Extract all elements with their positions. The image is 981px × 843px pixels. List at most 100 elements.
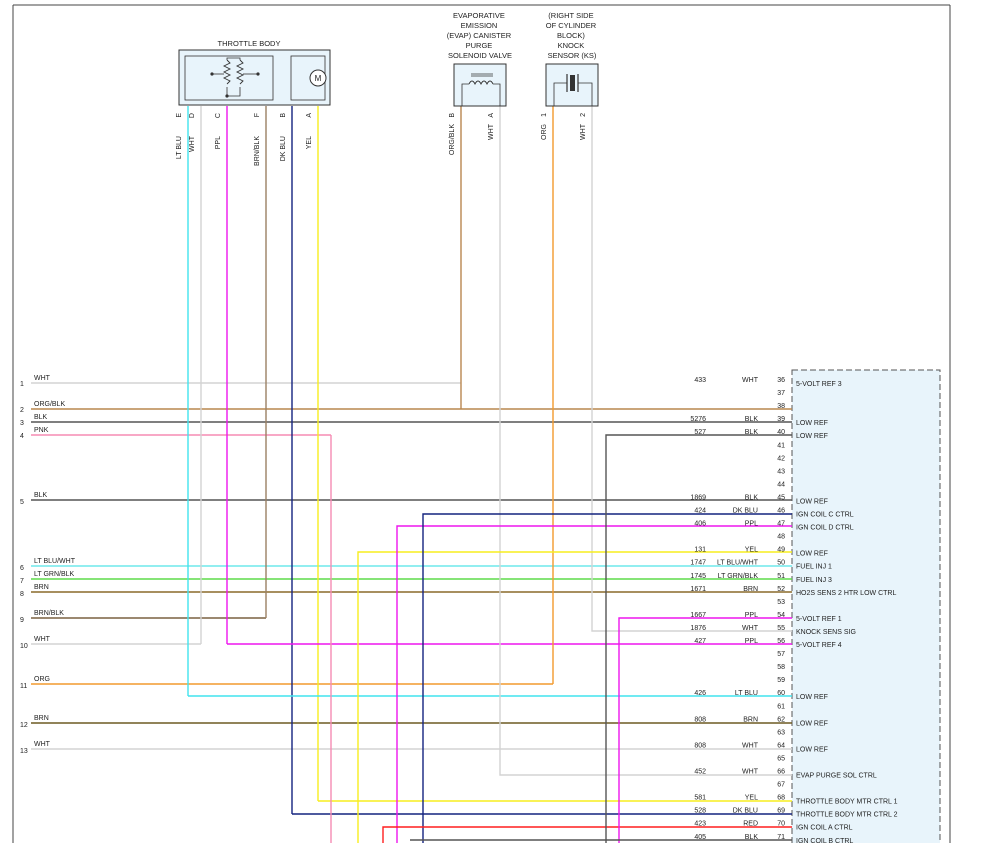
- left-wire-color-label: BLK: [34, 414, 48, 421]
- ecm-pin-function: 5-VOLT REF 1: [796, 616, 842, 623]
- ecm-pin-function: 5-VOLT REF 3: [796, 381, 842, 388]
- throttle-pin-id: C: [215, 113, 222, 118]
- ecm-pin-number: 60: [777, 690, 785, 697]
- left-wire-color-label: ORG: [34, 676, 50, 683]
- evap-wire-label: WHT: [488, 123, 495, 140]
- ecm-pin-number: 70: [777, 821, 785, 828]
- left-pin-number: 13: [20, 748, 28, 755]
- ecm-pin-number: 57: [777, 651, 785, 658]
- route-yel-49: [357, 551, 792, 843]
- ecm-circuit-number: 427: [694, 638, 706, 645]
- evap-box: [453, 63, 507, 107]
- left-wire-color-label: BLK: [34, 492, 48, 499]
- knock-title-line: SENSOR (KS): [548, 51, 597, 60]
- ecm-pin-number: 71: [777, 834, 785, 841]
- evap-title-line: SOLENOID VALVE: [448, 51, 512, 60]
- knock-pin-id: 2: [580, 113, 587, 117]
- left-wire-color-label: BRN: [34, 584, 49, 591]
- ecm-pin-number: 59: [777, 677, 785, 684]
- throttle-pin-id: B: [280, 113, 287, 118]
- ecm-pin-number: 41: [777, 442, 785, 449]
- evap-title-line: EMISSION: [461, 21, 498, 30]
- knock-wire-2: [591, 106, 792, 632]
- evap-pin-id: B: [449, 113, 456, 118]
- ecm-wire-color: LT BLU: [735, 690, 758, 697]
- evap-pin-id: A: [488, 113, 495, 118]
- throttle-pin-id: D: [189, 113, 196, 118]
- ecm-circuit-number: 423: [694, 821, 706, 828]
- ecm-wire-color: BLK: [745, 416, 759, 423]
- ecm-pin-number: 49: [777, 547, 785, 554]
- ecm-pin-function: KNOCK SENS SIG: [796, 629, 856, 636]
- ecm-wire-color: YEL: [745, 795, 758, 802]
- evap-title-line: PURGE: [466, 41, 493, 50]
- knock-wire-label: WHT: [580, 123, 587, 140]
- ecm-circuit-number: 1745: [690, 573, 706, 580]
- ecm-pin-number: 66: [777, 769, 785, 776]
- ecm-pin-function: LOW REF: [796, 498, 828, 505]
- evap-wire-label: ORG/BLK: [449, 124, 456, 155]
- throttle-body: THROTTLE BODY M: [178, 39, 331, 106]
- ecm-circuit-number: 405: [694, 834, 706, 841]
- throttle-wire-label: LT BLU: [176, 136, 183, 159]
- ecm-connector: [791, 369, 941, 843]
- knock-title: (RIGHT SIDE OF CYLINDER BLOCK) KNOCK SEN…: [546, 11, 599, 60]
- ecm-circuit-number: 1869: [690, 494, 706, 501]
- evap-purge-solenoid: EVAPORATIVE EMISSION (EVAP) CANISTER PUR…: [447, 11, 512, 107]
- ecm-pin-number: 45: [777, 494, 785, 501]
- ecm-circuit-number: 433: [694, 377, 706, 384]
- ecm-wire-color: BLK: [745, 494, 759, 501]
- ecm-pin-function: LOW REF: [796, 746, 828, 753]
- throttle-pin-id: A: [306, 113, 313, 118]
- ecm-wire-color: YEL: [745, 547, 758, 554]
- ecm-circuit-number: 1876: [690, 625, 706, 632]
- ecm-pin-number: 64: [777, 742, 785, 749]
- ecm-pin-number: 54: [777, 612, 785, 619]
- left-pin-number: 11: [20, 683, 27, 690]
- potentiometer-2-icon: [235, 59, 245, 85]
- left-wire-color-label: BRN/BLK: [34, 610, 64, 617]
- pot-link-bottom: [226, 87, 241, 97]
- knock-lead: [578, 82, 593, 106]
- left-pin-number: 5: [20, 499, 24, 506]
- ecm-circuit-number: 5276: [690, 416, 706, 423]
- junction-dot: [210, 72, 214, 76]
- ecm-wire-color: PPL: [745, 638, 758, 645]
- left-wire-color-label: WHT: [34, 636, 51, 643]
- ecm-circuit-number: 808: [694, 742, 706, 749]
- ecm-pin-number: 63: [777, 729, 785, 736]
- route-red-70: [382, 826, 792, 843]
- evap-title-line: EVAPORATIVE: [453, 11, 505, 20]
- left-pin-number: 12: [20, 722, 28, 729]
- left-pin-number: 9: [20, 617, 24, 624]
- left-pin-number: 7: [20, 578, 24, 585]
- ecm-pin-function: IGN COIL C CTRL: [796, 512, 854, 519]
- ecm-wire-color: BLK: [745, 429, 759, 436]
- coil-icon: [468, 80, 494, 86]
- ecm-circuit-number: 1747: [690, 560, 706, 567]
- throttle-wire-label: WHT: [189, 135, 196, 152]
- ecm-pin-number: 36: [777, 377, 785, 384]
- ecm-circuit-number: 1667: [690, 612, 706, 619]
- ecm-wire-color: DK BLU: [733, 808, 758, 815]
- ecm-pin-number: 52: [777, 586, 785, 593]
- throttle-sensor-frame: [184, 55, 274, 101]
- ecm-pin-function: THROTTLE BODY MTR CTRL 1: [796, 799, 898, 806]
- ecm-wire-color: WHT: [742, 625, 759, 632]
- knock-title-line: OF CYLINDER: [546, 21, 597, 30]
- ecm-wire-color: WHT: [742, 742, 759, 749]
- motor-icon: [309, 69, 327, 87]
- ecm-pin-number: 58: [777, 664, 785, 671]
- ecm-wire-color: WHT: [742, 377, 759, 384]
- ecm-wire-color: LT GRN/BLK: [718, 573, 759, 580]
- left-pin-number: 10: [20, 643, 28, 650]
- ecm-pin-number: 42: [777, 455, 785, 462]
- junction-dot: [225, 94, 229, 98]
- ecm-pin-number: 67: [777, 782, 785, 789]
- ecm-pin-function: 5-VOLT REF 4: [796, 642, 842, 649]
- throttle-body-box: [178, 49, 331, 106]
- left-pin-number: 1: [20, 381, 24, 388]
- ecm-pin-function: IGN COIL A CTRL: [796, 825, 853, 832]
- route-dkblu-46: [422, 513, 792, 843]
- left-pin-number: 6: [20, 565, 24, 572]
